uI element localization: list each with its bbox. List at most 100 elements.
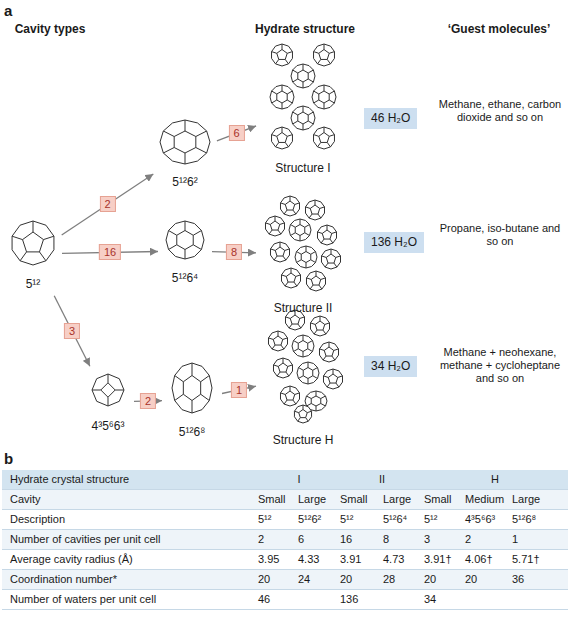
- table-cell: 24: [298, 570, 340, 590]
- water-count-box: 136 H₂O: [364, 232, 424, 253]
- table-text: 5¹²6⁴: [383, 513, 407, 525]
- guest-molecules: Methane, ethane, carbon dioxide and so o…: [434, 98, 566, 124]
- table-text: 24: [298, 573, 310, 585]
- table-cell: 8: [383, 530, 424, 550]
- lattice-cage: [265, 216, 284, 236]
- structure-two-lattice: [265, 196, 340, 291]
- lattice-cage: [270, 242, 289, 262]
- lattice-cage: [268, 331, 287, 351]
- column-heading-box: ‘Guest molecules’: [430, 22, 568, 37]
- table-cell: 46: [258, 590, 340, 610]
- table-text: 2: [465, 533, 471, 545]
- table-text: 136: [340, 593, 358, 605]
- guest-molecules-box: Methane + neohexane, methane + cyclohept…: [432, 346, 568, 385]
- lattice-cage: [305, 200, 324, 220]
- lattice-cage: [314, 127, 335, 149]
- multiplier-number: 2: [104, 198, 110, 210]
- table-text: 16: [340, 533, 352, 545]
- lattice-cage: [310, 316, 329, 336]
- arrow-connector: [62, 174, 154, 235]
- arrow-connector: [217, 126, 256, 141]
- table-text: 4.33: [298, 553, 319, 565]
- panel-letter: b: [4, 450, 28, 468]
- table-cell: Coordination number*: [10, 570, 256, 590]
- cavity-node: 4³5⁶6³: [84, 368, 132, 436]
- table-text: Coordination number*: [10, 573, 117, 585]
- table-cell: Medium: [465, 490, 512, 510]
- cavity-label: 5¹²: [26, 277, 41, 292]
- multiplier-number: 3: [69, 325, 75, 337]
- table-text: 28: [383, 573, 395, 585]
- table-cell: 20: [465, 570, 512, 590]
- multiplier-label: 2: [140, 393, 156, 409]
- table-cell: Small: [424, 490, 465, 510]
- multiplier-label: 6: [228, 125, 244, 141]
- guest-molecules-box: Methane, ethane, carbon dioxide and so o…: [434, 98, 566, 124]
- table-cell: Description: [10, 510, 256, 530]
- lattice-cage: [312, 85, 336, 109]
- table-text: Cavity: [10, 493, 41, 505]
- multiplier-number: 1: [236, 384, 242, 396]
- table-text: 2: [258, 533, 264, 545]
- panel-letter: a: [4, 2, 28, 20]
- lattice-cage: [281, 268, 300, 288]
- table-text: 3.91: [340, 553, 361, 565]
- table-cell: Hydrate crystal structure: [10, 470, 256, 490]
- table-cell: 3.91: [340, 550, 383, 570]
- table-cell: Cavity: [10, 490, 256, 510]
- dodecahedron-cage: [12, 221, 54, 265]
- hexakaidecahedron-cage: [166, 221, 204, 259]
- table-text: 3.91†: [424, 553, 452, 565]
- cavity-label: Structure I: [275, 161, 330, 176]
- table-cell: 6: [298, 530, 340, 550]
- table-cell: Number of waters per unit cell: [10, 590, 256, 610]
- lattice-cage: [272, 127, 293, 149]
- table-text: 3.95: [258, 553, 279, 565]
- cavity-node: 5¹²6²: [155, 114, 215, 192]
- table-text: 20: [258, 573, 270, 585]
- table-text: Small: [424, 493, 452, 505]
- lattice-cage: [289, 219, 311, 241]
- table-cell: Number of cavities per unit cell: [10, 530, 256, 550]
- multiplier-label: 1: [231, 382, 247, 398]
- lattice-cage: [297, 362, 319, 384]
- table-text: 5¹²: [340, 513, 353, 525]
- lattice-cage: [270, 85, 294, 109]
- lattice-cage: [280, 196, 299, 216]
- guest-molecules: Methane + neohexane, methane + cyclohept…: [432, 346, 568, 385]
- cavity-node: 5¹²6⁸: [164, 358, 220, 442]
- panel-letter-box: b: [4, 450, 28, 468]
- table-cell: 5¹²6⁴: [383, 510, 424, 530]
- table-cell: 5¹²: [424, 510, 465, 530]
- cavity-label: 4³5⁶6³: [92, 419, 125, 434]
- lattice-cage: [321, 249, 340, 269]
- table-text: 3: [424, 533, 430, 545]
- table-cell: 1: [512, 530, 566, 550]
- table-cell: 2: [465, 530, 512, 550]
- table-text: 36: [512, 573, 524, 585]
- table-text: 20: [465, 573, 477, 585]
- table-text: Medium: [465, 493, 504, 505]
- lattice-cage: [306, 271, 325, 291]
- water-count: 136 H₂O: [371, 235, 417, 250]
- cavity-label: 5¹²6²: [172, 175, 197, 190]
- lattice-cage: [273, 358, 292, 378]
- table-text: Number of cavities per unit cell: [10, 533, 160, 545]
- structure-one-lattice: [270, 44, 336, 149]
- arrow-connector: [54, 296, 90, 366]
- table-cell: 2: [258, 530, 298, 550]
- cavity-node: Structure H: [258, 302, 348, 450]
- table-text: Small: [258, 493, 286, 505]
- multiplier-number: 6: [233, 127, 239, 139]
- multiplier-label: 8: [226, 244, 242, 260]
- table-cell: Average cavity radius (Å): [10, 550, 256, 570]
- column-heading: Cavity types: [0, 22, 100, 37]
- lattice-cage: [291, 64, 315, 88]
- tetrakaidecahedron-cage: [160, 120, 210, 164]
- column-heading-box: Hydrate structure: [222, 22, 388, 37]
- table-text: 5¹²6²: [298, 513, 321, 525]
- cavity-node: Structure I: [258, 38, 348, 178]
- column-heading: ‘Guest molecules’: [430, 22, 568, 37]
- table-text: Number of waters per unit cell: [10, 593, 156, 605]
